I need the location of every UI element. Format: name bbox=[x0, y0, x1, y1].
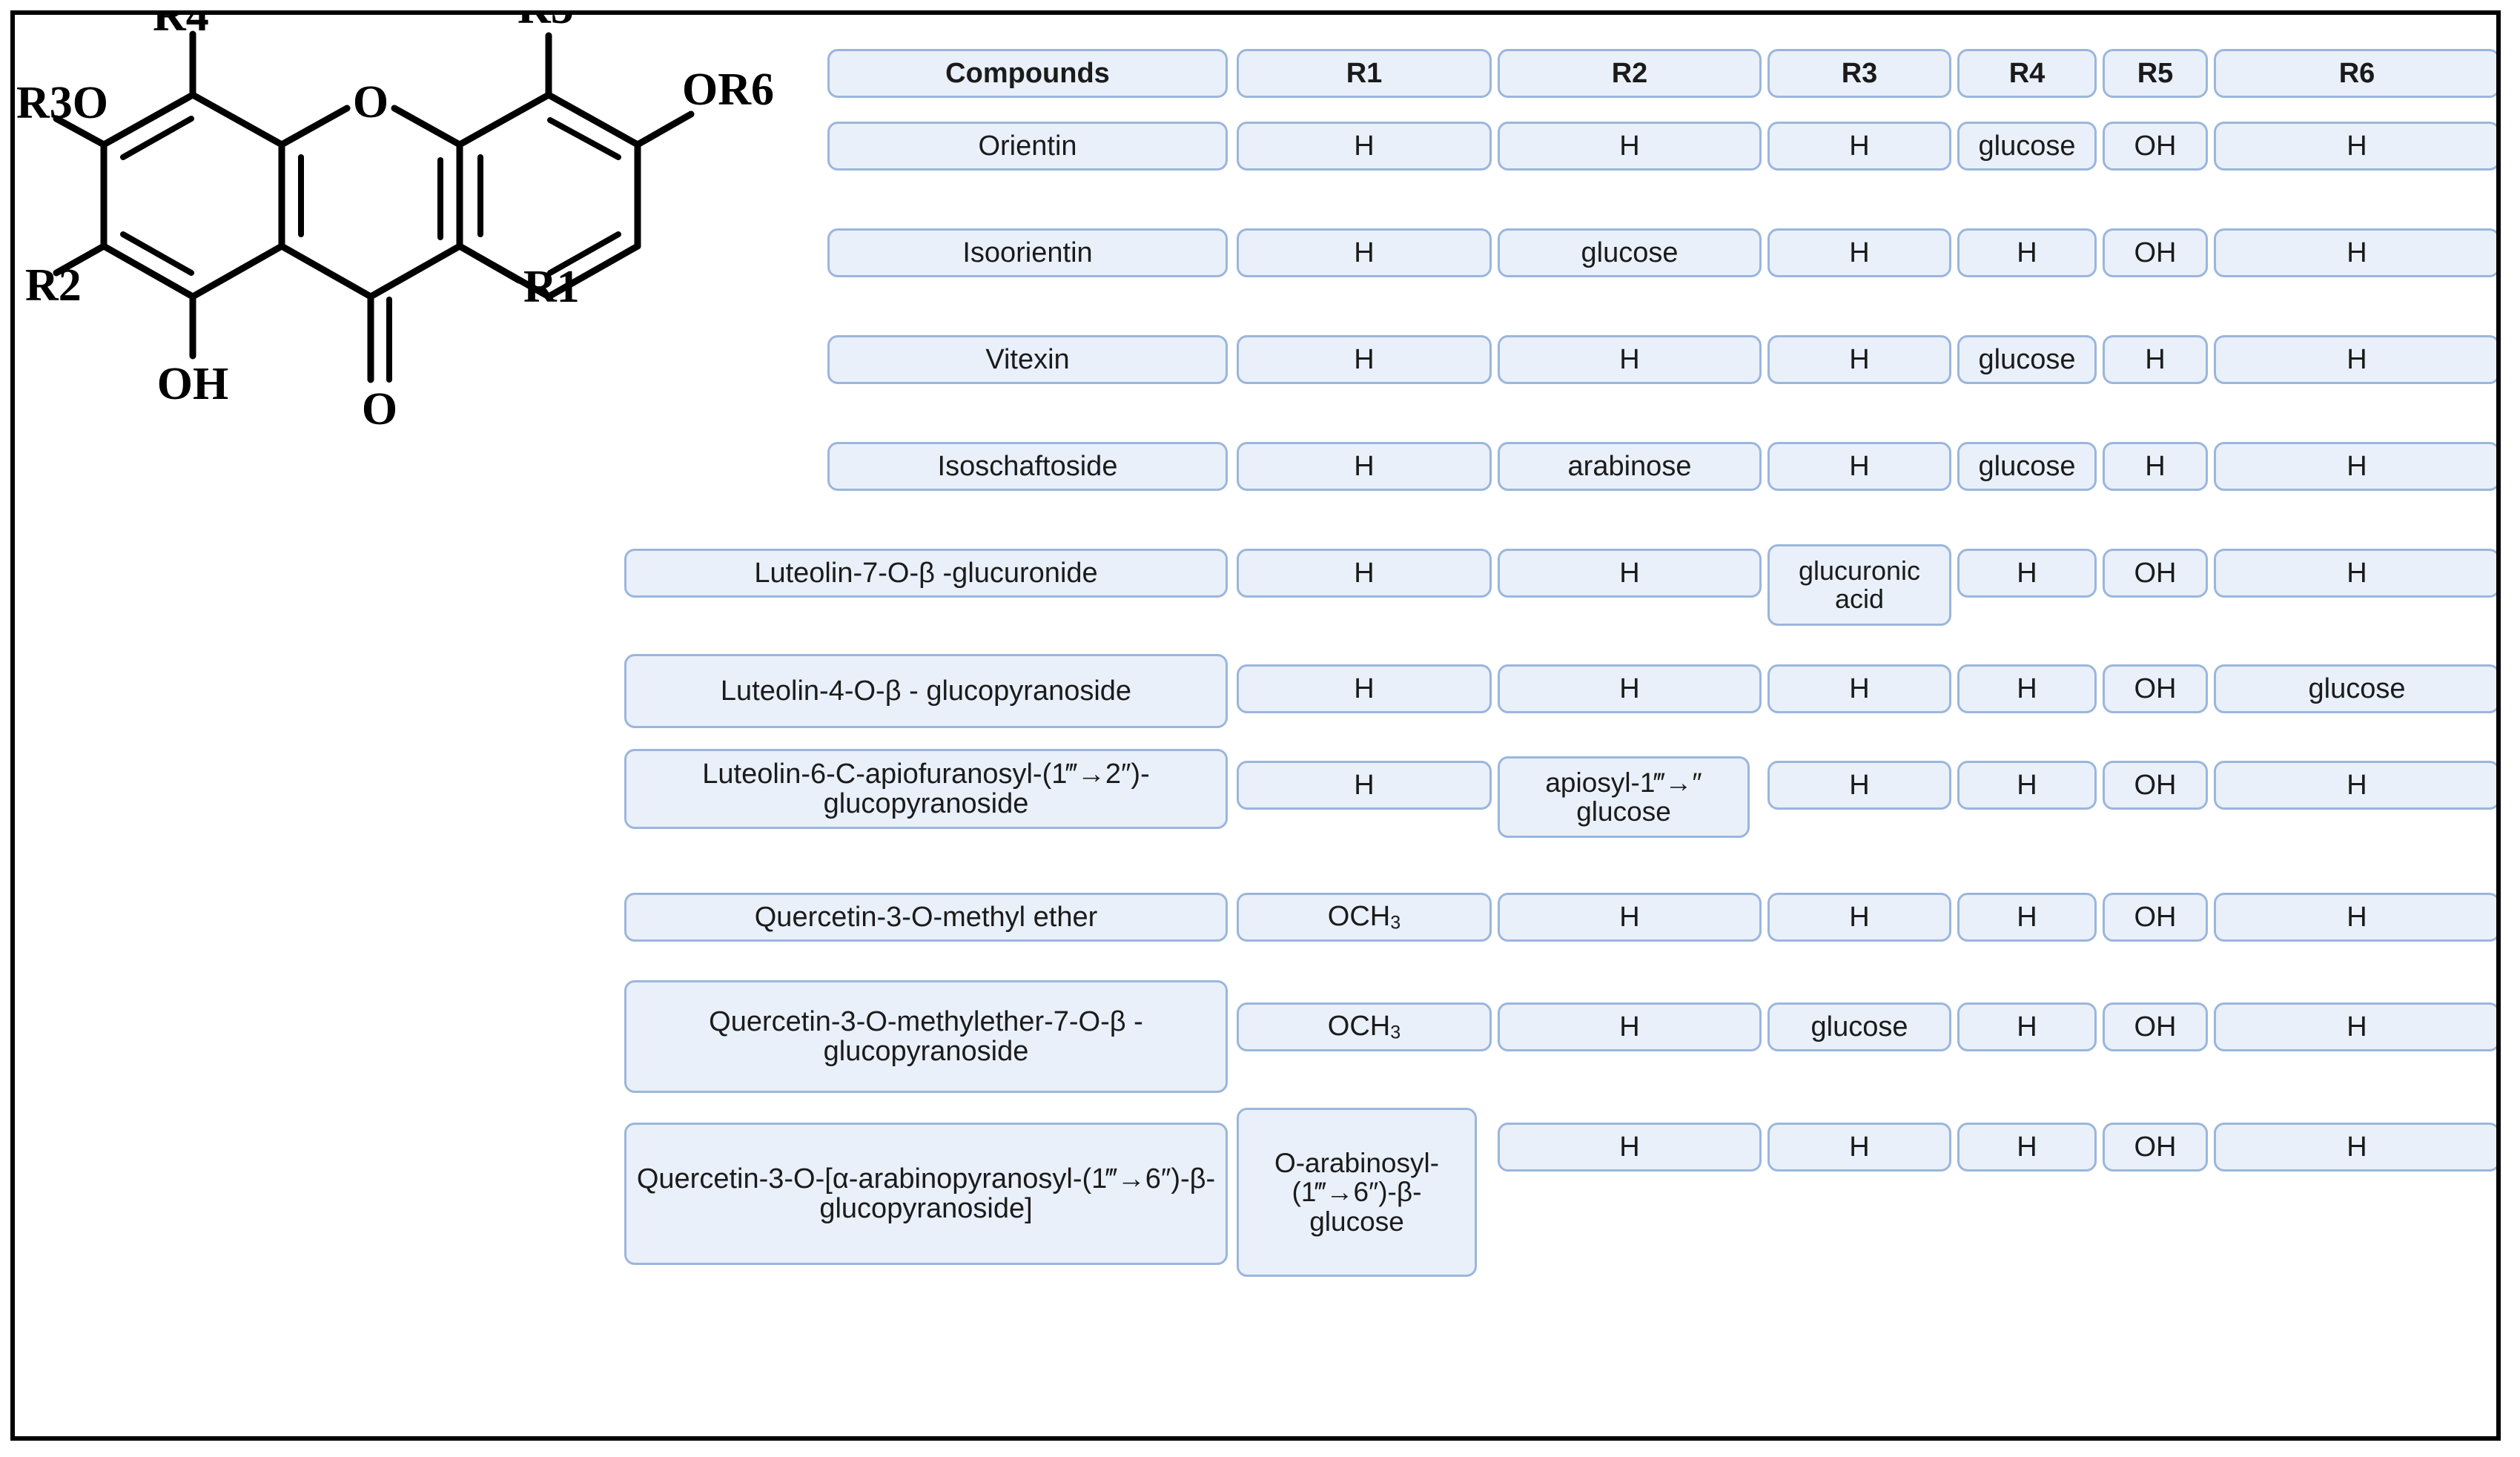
cell-compound: Quercetin-3-O-[α-arabinopyranosyl-(1‴→6″… bbox=[624, 1123, 1228, 1265]
cell-r6: glucose bbox=[2214, 664, 2496, 713]
cell-r2: H bbox=[1498, 1002, 1762, 1051]
column-header-r1: R1 bbox=[1237, 49, 1492, 98]
column-header-r2: R2 bbox=[1498, 49, 1762, 98]
cell-r6: H bbox=[2214, 549, 2496, 598]
cell-compound: Luteolin-4-O-β - glucopyranoside bbox=[624, 654, 1228, 728]
cell-r2: H bbox=[1498, 664, 1762, 713]
cell-r1: H bbox=[1237, 228, 1492, 277]
cell-r3: H bbox=[1767, 893, 1951, 942]
cell-r4: H bbox=[1957, 1123, 2097, 1172]
column-header-compounds: Compounds bbox=[827, 49, 1228, 98]
cell-r1-subscript: 3 bbox=[1390, 912, 1401, 934]
cell-r5: OH bbox=[2103, 1123, 2208, 1172]
cell-r5: H bbox=[2103, 335, 2208, 384]
structure-label-r4: R4 bbox=[153, 10, 209, 41]
column-header-r4: R4 bbox=[1957, 49, 2097, 98]
cell-r5: OH bbox=[2103, 122, 2208, 171]
cell-r4: glucose bbox=[1957, 442, 2097, 491]
cell-compound: Vitexin bbox=[827, 335, 1228, 384]
cell-r4: glucose bbox=[1957, 335, 2097, 384]
cell-compound: Luteolin-6-C-apiofuranosyl-(1‴→2″)-gluco… bbox=[624, 749, 1228, 829]
cell-r3: H bbox=[1767, 664, 1951, 713]
cell-r2: apiosyl-1‴→″ glucose bbox=[1498, 756, 1750, 838]
structure-label-r1: R1 bbox=[523, 262, 580, 312]
cell-r2: H bbox=[1498, 1123, 1762, 1172]
cell-r6: H bbox=[2214, 442, 2496, 491]
cell-r3: glucose bbox=[1767, 1002, 1951, 1051]
cell-r5: OH bbox=[2103, 761, 2208, 810]
cell-r1: OCH3 bbox=[1237, 1002, 1492, 1051]
cell-r1-base: OCH bbox=[1327, 1010, 1391, 1042]
cell-r4: H bbox=[1957, 893, 2097, 942]
cell-r5: OH bbox=[2103, 893, 2208, 942]
cell-r1: H bbox=[1237, 442, 1492, 491]
cell-r1-subscript: 3 bbox=[1390, 1022, 1401, 1043]
cell-r6: H bbox=[2214, 1123, 2496, 1172]
structure-label-r3o: R3O bbox=[16, 78, 108, 128]
cell-compound: Luteolin-7-O-β -glucuronide bbox=[624, 549, 1228, 598]
flavone-structure-diagram: O O OH R4 R3O R2 R1 R5 OR6 bbox=[15, 15, 823, 549]
cell-r5: OH bbox=[2103, 664, 2208, 713]
column-header-r3: R3 bbox=[1767, 49, 1951, 98]
cell-r1: H bbox=[1237, 664, 1492, 713]
structure-label-r2: R2 bbox=[25, 260, 82, 311]
cell-r6: H bbox=[2214, 1002, 2496, 1051]
cell-r5: OH bbox=[2103, 1002, 2208, 1051]
cell-r3: H bbox=[1767, 122, 1951, 171]
cell-r5: OH bbox=[2103, 549, 2208, 598]
cell-r3: H bbox=[1767, 442, 1951, 491]
cell-r4: glucose bbox=[1957, 122, 2097, 171]
cell-r2: arabinose bbox=[1498, 442, 1762, 491]
cell-compound: Isoschaftoside bbox=[827, 442, 1228, 491]
cell-compound: Quercetin-3-O-methylether-7-O-β - glucop… bbox=[624, 980, 1228, 1093]
cell-r2: H bbox=[1498, 549, 1762, 598]
cell-r6: H bbox=[2214, 335, 2496, 384]
cell-r5: OH bbox=[2103, 228, 2208, 277]
cell-r6: H bbox=[2214, 228, 2496, 277]
cell-r1: H bbox=[1237, 761, 1492, 810]
cell-r2: glucose bbox=[1498, 228, 1762, 277]
cell-r2: H bbox=[1498, 122, 1762, 171]
cell-r6: H bbox=[2214, 893, 2496, 942]
cell-r4: H bbox=[1957, 549, 2097, 598]
cell-r3: H bbox=[1767, 335, 1951, 384]
cell-r3: H bbox=[1767, 761, 1951, 810]
cell-r1: OCH3 bbox=[1237, 893, 1492, 942]
cell-compound: Quercetin-3-O-methyl ether bbox=[624, 893, 1228, 942]
structure-label-keto-oxygen: O bbox=[362, 384, 397, 435]
cell-r5: H bbox=[2103, 442, 2208, 491]
column-header-r6: R6 bbox=[2214, 49, 2496, 98]
structure-label-or6: OR6 bbox=[682, 65, 774, 115]
cell-r1: H bbox=[1237, 549, 1492, 598]
cell-r4: H bbox=[1957, 228, 2097, 277]
cell-r6: H bbox=[2214, 761, 2496, 810]
figure-frame: O O OH R4 R3O R2 R1 R5 OR6 Compounds R1 … bbox=[10, 10, 2501, 1441]
cell-r3: H bbox=[1767, 228, 1951, 277]
structure-label-oh: OH bbox=[157, 359, 228, 409]
structure-label-ring-oxygen: O bbox=[353, 77, 388, 128]
structure-label-r5: R5 bbox=[517, 15, 574, 35]
cell-r2: H bbox=[1498, 893, 1762, 942]
cell-r1-base: OCH bbox=[1327, 900, 1391, 932]
cell-r4: H bbox=[1957, 1002, 2097, 1051]
cell-compound: Isoorientin bbox=[827, 228, 1228, 277]
cell-r4: H bbox=[1957, 761, 2097, 810]
cell-r1: H bbox=[1237, 122, 1492, 171]
cell-r3: glucuronic acid bbox=[1767, 544, 1951, 626]
cell-compound: Orientin bbox=[827, 122, 1228, 171]
cell-r2: H bbox=[1498, 335, 1762, 384]
cell-r4: H bbox=[1957, 664, 2097, 713]
column-header-r5: R5 bbox=[2103, 49, 2208, 98]
substituent-table: Compounds R1 R2 R3 R4 R5 R6 Orientin H H… bbox=[276, 25, 2496, 1419]
cell-r3: H bbox=[1767, 1123, 1951, 1172]
cell-r6: H bbox=[2214, 122, 2496, 171]
cell-r1: H bbox=[1237, 335, 1492, 384]
cell-r1: O-arabinosyl-(1‴→6″)-β- glucose bbox=[1237, 1108, 1477, 1277]
